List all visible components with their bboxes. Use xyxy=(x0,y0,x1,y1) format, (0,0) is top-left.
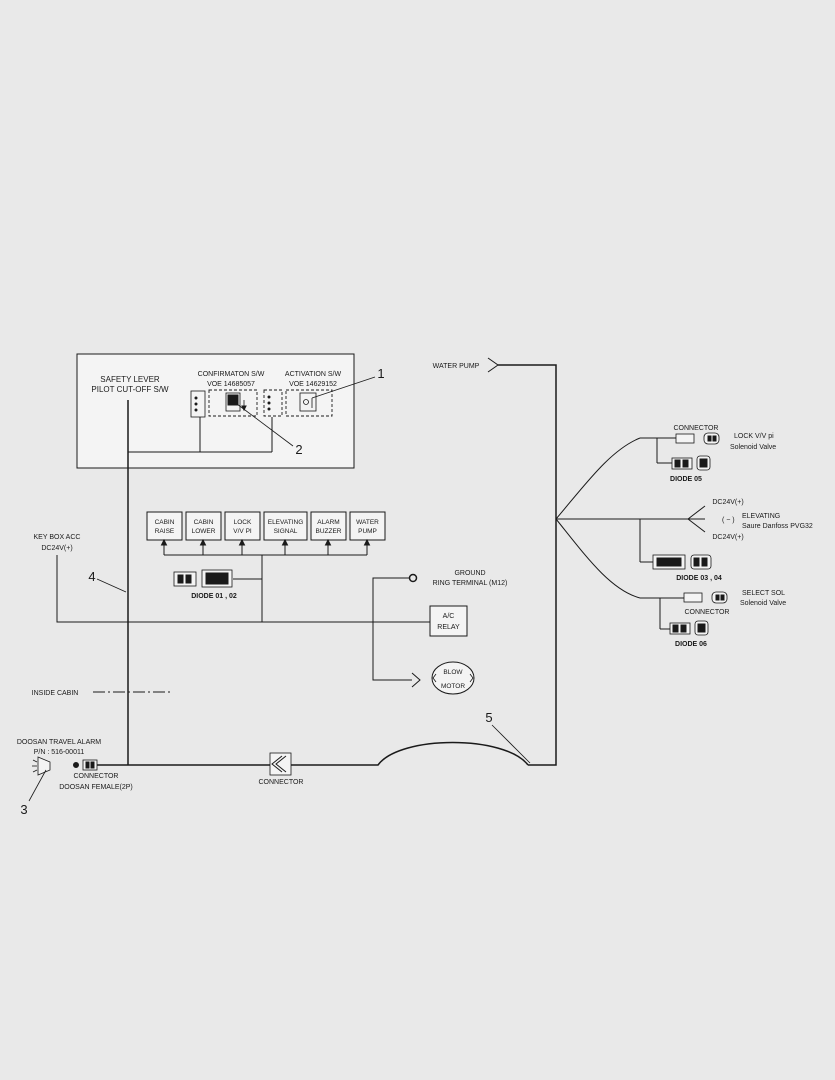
blow-motor-label-2: MOTOR xyxy=(441,683,465,690)
elevating-label-1: ELEVATING xyxy=(742,513,780,520)
key-box-label-2: DC24V(+) xyxy=(41,545,72,552)
relay-box-row xyxy=(146,511,386,541)
travel-alarm-label-1: DOOSAN TRAVEL ALARM xyxy=(17,739,101,746)
ring-terminal-icon xyxy=(408,573,418,583)
ac-relay-label-2: RELAY xyxy=(437,624,460,631)
travel-alarm-icon xyxy=(32,756,51,776)
select-sol-label-1: SELECT SOL xyxy=(742,590,785,597)
connector-mid-label: CONNECTOR xyxy=(259,779,304,786)
blow-motor-icon xyxy=(431,661,475,695)
relay-water-pump-2: PUMP xyxy=(358,528,377,535)
callout-5: 5 xyxy=(485,710,492,725)
connector-bottom-label: CONNECTOR xyxy=(685,609,730,616)
relay-cabin-raise-2: RAISE xyxy=(155,528,175,535)
connector-top-label: CONNECTOR xyxy=(674,425,719,432)
confirmation-switch-label-1: CONFIRMATON S/W xyxy=(198,371,265,378)
elevating-label-2: Saure Danfoss PVG32 xyxy=(742,523,813,530)
connector-female-label-2: DOOSAN FEMALE(2P) xyxy=(59,784,133,791)
relay-alarm-buzzer-2: BUZZER xyxy=(316,528,342,535)
diode-0102-part xyxy=(173,569,233,588)
minus-label: ( − ) xyxy=(722,517,735,524)
travel-alarm-label-2: P/N : 516-00011 xyxy=(34,749,85,756)
callout-4: 4 xyxy=(88,569,95,584)
lock-vv-label-2: Solenoid Valve xyxy=(730,444,776,451)
diode-0304-label: DIODE 03 , 04 xyxy=(676,575,722,582)
dc24-top-label: DC24V(+) xyxy=(712,499,743,506)
inside-cabin-label: INSIDE CABIN xyxy=(32,690,79,697)
safety-lever-label-2: PILOT CUT-OFF S/W xyxy=(91,385,169,394)
ac-relay-label-1: A/C xyxy=(443,613,455,620)
relay-lock-vv-1: LOCK xyxy=(234,519,252,526)
diode-0102-label: DIODE 01 , 02 xyxy=(191,593,237,600)
callout-1: 1 xyxy=(377,366,384,381)
connector-female-label-1: CONNECTOR xyxy=(74,773,119,780)
ground-label-2: RING TERMINAL (M12) xyxy=(433,580,508,587)
relay-cabin-lower-2: LOWER xyxy=(192,528,216,535)
ground-label-1: GROUND xyxy=(454,570,485,577)
relay-cabin-raise-1: CABIN xyxy=(155,519,175,526)
key-box-label-1: KEY BOX ACC xyxy=(34,534,81,541)
relay-bus xyxy=(160,538,371,622)
relay-elevating-2: SIGNAL xyxy=(274,528,298,535)
activation-switch-label-2: VOE 14629152 xyxy=(289,381,337,388)
blow-motor-label-1: BLOW xyxy=(443,669,463,676)
right-harness xyxy=(555,437,706,630)
activation-switch-label-1: ACTIVATION S/W xyxy=(285,371,342,378)
ac-relay-box xyxy=(429,605,468,637)
callout-2: 2 xyxy=(295,442,302,457)
female-connector-icon xyxy=(73,759,98,771)
diode-05-label: DIODE 05 xyxy=(670,476,702,483)
callout-3: 3 xyxy=(20,802,27,817)
relay-elevating-1: ELEVATING xyxy=(268,519,304,526)
switch-parts xyxy=(190,389,333,418)
confirmation-switch-label-2: VOE 14685057 xyxy=(207,381,255,388)
dc24-bottom-label: DC24V(+) xyxy=(712,534,743,541)
diode-06-label: DIODE 06 xyxy=(675,641,707,648)
lock-vv-label-1: LOCK V/V pi xyxy=(734,433,774,440)
water-pump-label: WATER PUMP xyxy=(433,363,480,370)
relay-water-pump-1: WATER xyxy=(356,519,379,526)
relay-cabin-lower-1: CABIN xyxy=(194,519,214,526)
relay-alarm-buzzer-1: ALARM xyxy=(317,519,339,526)
select-sol-label-2: Solenoid Valve xyxy=(740,600,786,607)
safety-lever-label-1: SAFETY LEVER xyxy=(100,375,160,384)
inline-connector-icon xyxy=(269,752,292,776)
relay-lock-vv-2: V/V PI xyxy=(233,528,252,535)
